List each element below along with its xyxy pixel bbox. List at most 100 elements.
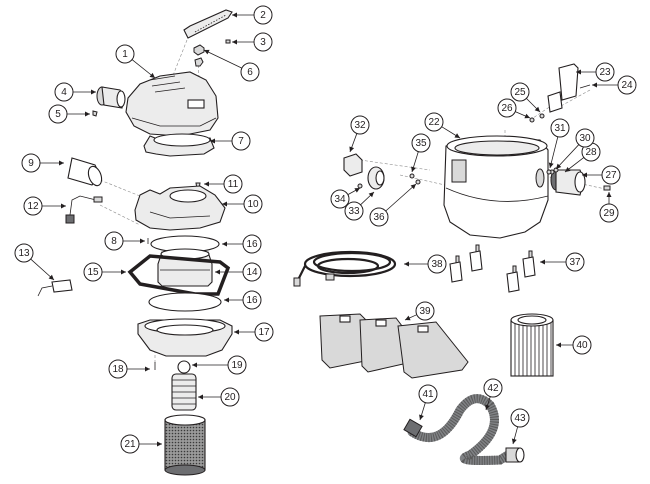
callout-39[interactable]: 39 [404,301,435,321]
part-9-diffuser[interactable] [67,157,104,187]
part-27-inlet-port[interactable] [550,169,586,196]
arrowhead-icon [204,181,209,187]
callout-circle [424,112,444,132]
part-23-latch[interactable] [547,63,579,113]
callout-circle [497,98,517,118]
part-42-hose[interactable] [407,394,513,465]
callout-38[interactable]: 38 [404,254,447,274]
callout-16[interactable]: 16 [222,234,262,254]
arrowhead-icon [485,404,490,410]
part-31-o-ring[interactable] [546,169,552,175]
callout-13[interactable]: 13 [14,243,55,281]
part-37-caster-wheels[interactable] [449,244,536,293]
part-21-foam-filter[interactable] [164,414,206,476]
callout-15[interactable]: 15 [83,262,126,282]
callout-circle [565,252,585,272]
callout-28[interactable]: 28 [564,142,601,173]
part-2-handle[interactable] [183,9,233,39]
callout-21[interactable]: 21 [120,434,162,454]
callout-37[interactable]: 37 [540,252,585,272]
part-25-washer[interactable] [539,113,545,119]
arrowhead-icon [234,329,239,335]
callout-29[interactable]: 29 [599,192,619,223]
callout-33[interactable]: 33 [344,191,375,221]
arrowhead-icon [198,394,203,400]
callout-32[interactable]: 32 [349,115,370,153]
callout-number: 36 [373,212,385,223]
callout-4[interactable]: 4 [54,82,96,102]
callout-40[interactable]: 40 [556,335,592,355]
callout-circle [510,408,530,428]
part-1-housing-cover[interactable] [125,71,219,157]
callout-19[interactable]: 19 [192,355,247,375]
callout-3[interactable]: 3 [232,32,273,52]
callout-number: 17 [258,327,270,338]
callout-circle [23,196,43,216]
callout-43[interactable]: 43 [510,408,530,445]
part-4-exhaust-port[interactable] [96,86,126,109]
callout-42[interactable]: 42 [483,378,503,411]
callout-circle [242,290,262,310]
callout-41[interactable]: 41 [418,384,438,421]
part-39-filter-bags[interactable] [319,313,469,379]
part-14-motor[interactable] [157,248,213,287]
part-20-filter-cage[interactable] [171,373,197,411]
callout-number: 12 [27,201,39,212]
part-41-hose-cuff[interactable] [403,418,423,438]
callout-circle [369,207,389,227]
callout-35[interactable]: 35 [411,133,431,173]
part-24-latch-screw[interactable] [579,84,591,89]
callout-circle [242,234,262,254]
callout-20[interactable]: 20 [198,387,240,407]
part-38-power-cord[interactable] [293,250,397,287]
callout-36[interactable]: 36 [369,183,417,227]
part-36-screw[interactable] [415,179,421,185]
callout-30[interactable]: 30 [555,128,595,170]
part-28-inlet-collar[interactable] [553,167,559,173]
callout-34[interactable]: 34 [330,187,361,209]
callout-6[interactable]: 6 [203,49,260,82]
callout-27[interactable]: 27 [582,165,621,185]
callout-5[interactable]: 5 [48,104,90,124]
callout-circle [427,254,447,274]
part-16-seal-ring-lower[interactable] [148,292,222,312]
part-12-power-lead[interactable] [65,195,103,224]
part-40-cartridge-filter[interactable] [510,313,554,377]
part-35-washer[interactable] [409,173,415,179]
callout-12[interactable]: 12 [23,196,66,216]
part-6-switch[interactable] [193,44,205,67]
part-15-gasket[interactable] [127,254,231,296]
part-17-lid-assembly[interactable] [137,318,233,357]
callout-31[interactable]: 31 [548,118,570,169]
part-26-nut[interactable] [529,117,535,123]
part-29-screw[interactable] [603,185,611,191]
callout-18[interactable]: 18 [108,359,150,379]
part-3-screw[interactable] [225,39,231,44]
callout-8[interactable]: 8 [104,231,145,251]
part-19-float-ball[interactable] [177,360,191,374]
part-5-screw[interactable] [92,110,98,117]
part-34-drain-gasket[interactable] [357,183,363,189]
part-10-motor-mount[interactable] [134,185,226,231]
callout-22[interactable]: 22 [424,112,461,139]
callout-24[interactable]: 24 [592,75,637,95]
callout-10[interactable]: 10 [222,194,263,214]
callout-11[interactable]: 11 [204,174,243,194]
callout-16[interactable]: 16 [224,290,262,310]
part-43-hose-connector[interactable] [505,447,525,463]
part-13-switch-module[interactable] [37,279,73,297]
callout-1[interactable]: 1 [115,44,156,79]
part-33-drain-port[interactable] [367,166,385,190]
part-32-drain-cap[interactable] [343,153,363,177]
callout-14[interactable]: 14 [215,262,262,282]
callout-23[interactable]: 23 [576,62,615,82]
part-22-tank[interactable] [443,135,549,239]
arrowhead-icon [606,192,612,197]
callout-2[interactable]: 2 [232,5,273,25]
callout-17[interactable]: 17 [234,322,274,342]
callout-26[interactable]: 26 [497,98,531,119]
callout-7[interactable]: 7 [210,131,251,151]
callout-25[interactable]: 25 [510,82,541,113]
callout-9[interactable]: 9 [21,153,64,173]
